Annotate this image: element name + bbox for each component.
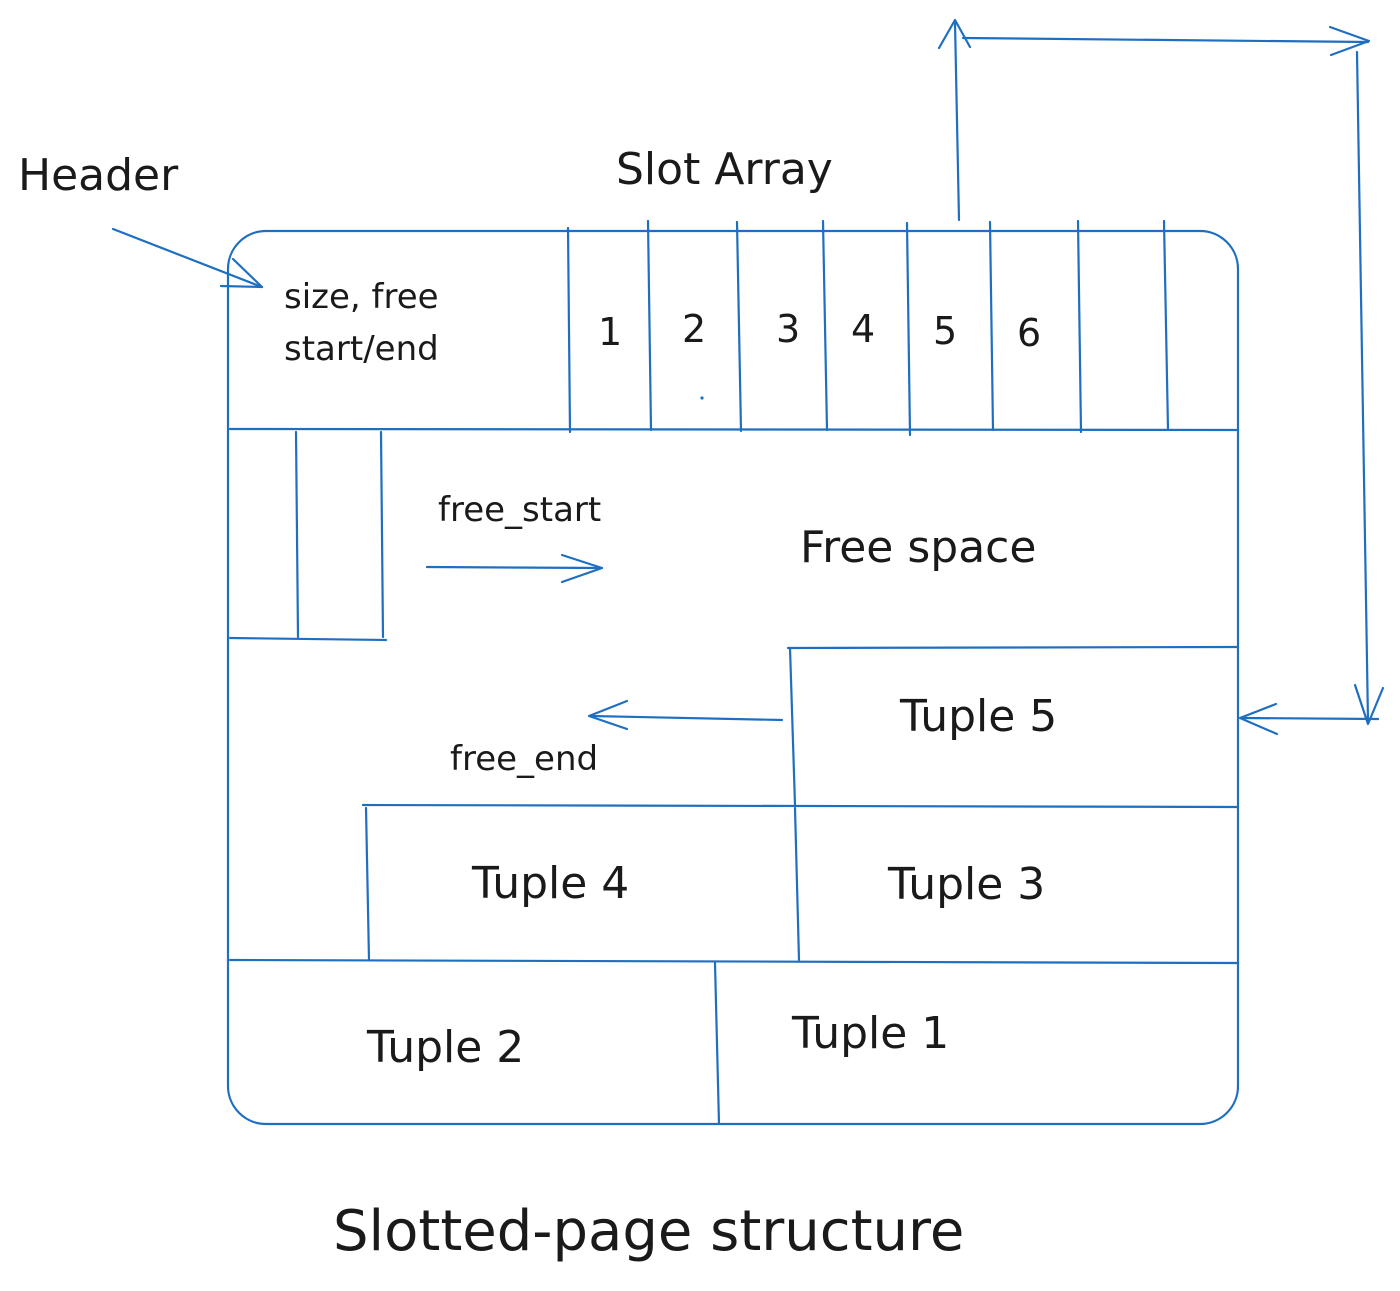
slot-divider <box>1076 219 1083 434</box>
slot-divider <box>566 226 572 434</box>
tuple3-label: Tuple 3 <box>887 859 1045 910</box>
header-row-divider <box>228 427 1240 432</box>
slot-array-extension <box>228 430 388 642</box>
diagram-caption: Slotted-page structure <box>333 1199 964 1264</box>
free-start-label: free_start <box>438 490 601 530</box>
tuple2-label: Tuple 2 <box>366 1022 524 1073</box>
free-end-arrow <box>587 699 784 731</box>
slot5-pointer-arrow <box>937 18 1385 736</box>
page-outline <box>226 229 1240 1126</box>
free-end-label: free_end <box>450 739 598 779</box>
header-label: Header <box>18 150 179 201</box>
tuple-row-2-1 <box>228 958 1240 1126</box>
slot-number: 3 <box>776 307 800 351</box>
slot-divider <box>735 220 743 433</box>
tuple-row-4-3 <box>361 803 1240 962</box>
slot-number: 1 <box>598 310 622 354</box>
free-space-label: Free space <box>800 522 1036 573</box>
slot-divider <box>646 219 653 432</box>
slot-number: 2 <box>682 307 706 351</box>
slot-dividers <box>566 219 1170 437</box>
slot-divider <box>905 221 912 437</box>
dot-mark <box>700 396 704 400</box>
slot-number: 5 <box>933 309 957 353</box>
slot-divider <box>821 219 829 432</box>
header-content-line2: start/end <box>284 329 439 369</box>
slot-divider <box>988 220 995 432</box>
tuple5-box <box>786 645 1240 807</box>
slot-array-label: Slot Array <box>616 144 833 195</box>
tuple1-label: Tuple 1 <box>791 1008 949 1059</box>
slot-divider <box>1162 219 1170 432</box>
slot-number: 4 <box>851 307 875 351</box>
tuple5-label: Tuple 5 <box>899 691 1057 742</box>
header-content-line1: size, free <box>284 277 439 317</box>
header-arrow <box>111 227 264 289</box>
free-start-arrow <box>425 553 604 584</box>
slot-number: 6 <box>1017 311 1041 355</box>
tuple4-label: Tuple 4 <box>471 858 629 909</box>
